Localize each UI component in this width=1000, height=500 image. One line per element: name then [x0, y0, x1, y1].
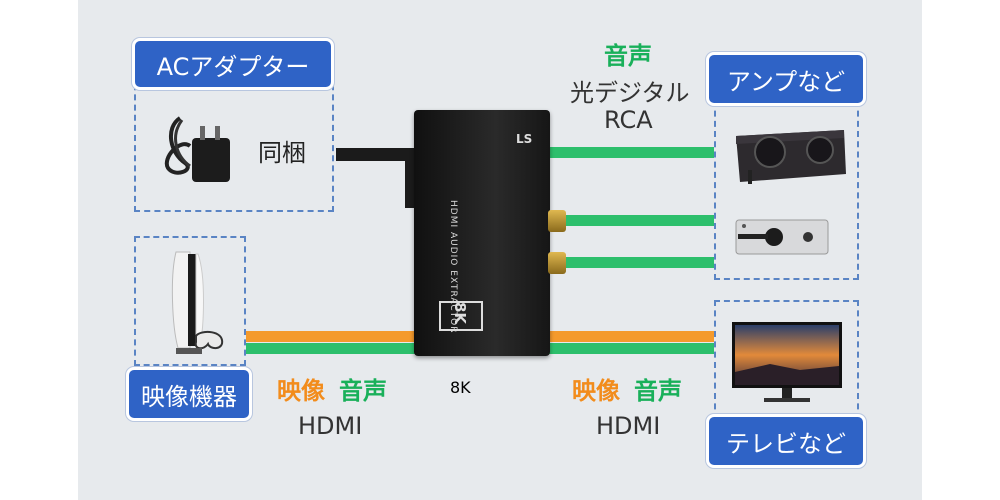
rca-text: RCA [604, 106, 653, 134]
tv-image [730, 320, 844, 408]
power-cable [336, 148, 416, 161]
video-device-label: 映像機器 [126, 367, 252, 421]
hdmi-out-cable-green [548, 343, 714, 354]
hdmi-out-cable-orange [548, 331, 714, 342]
right-video-text: 映像 [572, 377, 620, 405]
dac-image [732, 212, 832, 262]
audio-extractor-device: LS HDMI AUDIO EXTRACTOR 8K 8K [414, 110, 550, 397]
bundled-text: 同梱 [258, 139, 306, 167]
left-audio-text: 音声 [339, 377, 387, 405]
amp-frame [714, 80, 859, 280]
hdmi-in-cable-green [246, 343, 416, 354]
rca-jack-2 [548, 252, 566, 274]
left-hdmi-text: HDMI [298, 412, 363, 440]
amp-label: アンプなど [706, 52, 866, 106]
rca-jack-1 [548, 210, 566, 232]
ac-adapter-frame [134, 64, 334, 212]
ac-adapter-image [160, 108, 240, 188]
rca-cable-2 [564, 257, 714, 268]
top-audio-text: 音声 [604, 42, 652, 70]
device-8k-badge-text: 8K [451, 301, 469, 325]
ac-adapter-label: ACアダプター [132, 38, 334, 90]
amplifier-image [726, 116, 852, 186]
rca-cable-1 [564, 215, 714, 226]
tv-label: テレビなど [706, 414, 866, 468]
optical-cable [548, 147, 714, 158]
device-logo: LS [516, 132, 533, 146]
right-hdmi-text: HDMI [596, 412, 661, 440]
optical-text: 光デジタル [570, 79, 690, 107]
right-audio-text: 音声 [634, 377, 682, 405]
tv-frame [714, 300, 859, 430]
video-device-frame [134, 236, 246, 366]
game-console-image [160, 246, 230, 358]
hdmi-in-cable-orange [246, 331, 416, 342]
left-video-text: 映像 [277, 377, 325, 405]
